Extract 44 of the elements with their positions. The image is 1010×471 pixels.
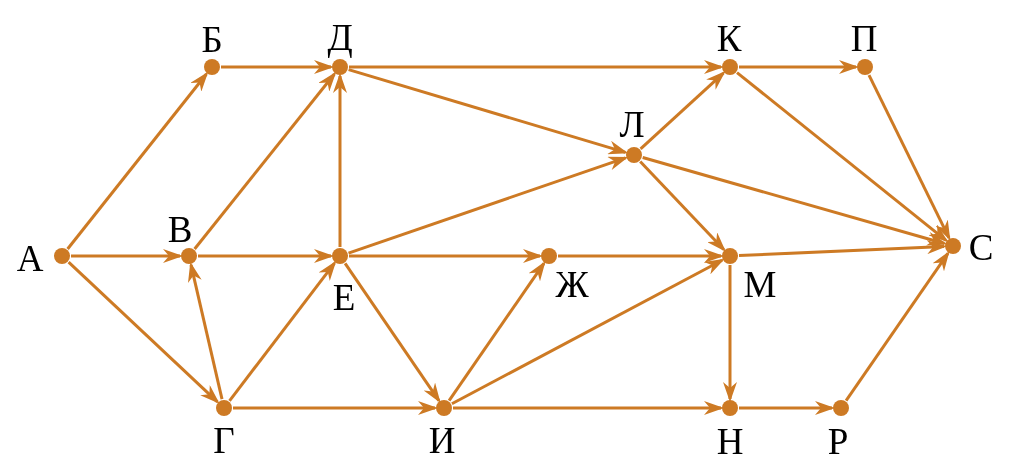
vertex-label: Н [716, 422, 744, 460]
arrow [221, 60, 334, 74]
vertex-label: И [428, 421, 456, 459]
arrow [193, 71, 337, 250]
arrow [348, 156, 629, 255]
arrow [233, 401, 438, 415]
arrow [639, 160, 726, 252]
arrow [67, 261, 220, 404]
vertex-label: Б [201, 20, 223, 58]
arrow [739, 401, 835, 415]
arrow [738, 240, 947, 258]
arrow [451, 258, 725, 406]
arrow [639, 71, 726, 150]
arrow [349, 60, 724, 74]
vertex-label: С [968, 228, 994, 266]
vertex-label: Р [827, 422, 849, 460]
vertex-label: Е [332, 278, 356, 316]
arrow [447, 260, 546, 402]
arrow [188, 261, 224, 400]
vertex-label: Л [619, 105, 645, 143]
arrow [558, 249, 724, 263]
arrow [198, 249, 334, 263]
arrow [642, 156, 948, 246]
arrow [348, 68, 629, 155]
arrow [867, 74, 951, 241]
arrow [723, 265, 737, 402]
arrow [333, 73, 347, 247]
vertex-label: В [167, 210, 193, 248]
arrow [739, 60, 859, 74]
vertex-label: К [716, 19, 742, 57]
arrow [844, 250, 950, 402]
vertex-label: М [743, 265, 777, 303]
vertex-label: А [16, 239, 44, 277]
vertex-label: Ж [555, 265, 589, 303]
arrow [343, 262, 441, 404]
arrow [228, 260, 337, 402]
arrow [736, 71, 949, 243]
vertex-label: Д [327, 18, 353, 56]
arrow [66, 71, 209, 250]
arrow [71, 249, 183, 263]
arrow [453, 401, 724, 415]
arrow [349, 249, 543, 263]
vertex-label: П [850, 19, 878, 57]
vertex-label: Г [213, 421, 235, 459]
